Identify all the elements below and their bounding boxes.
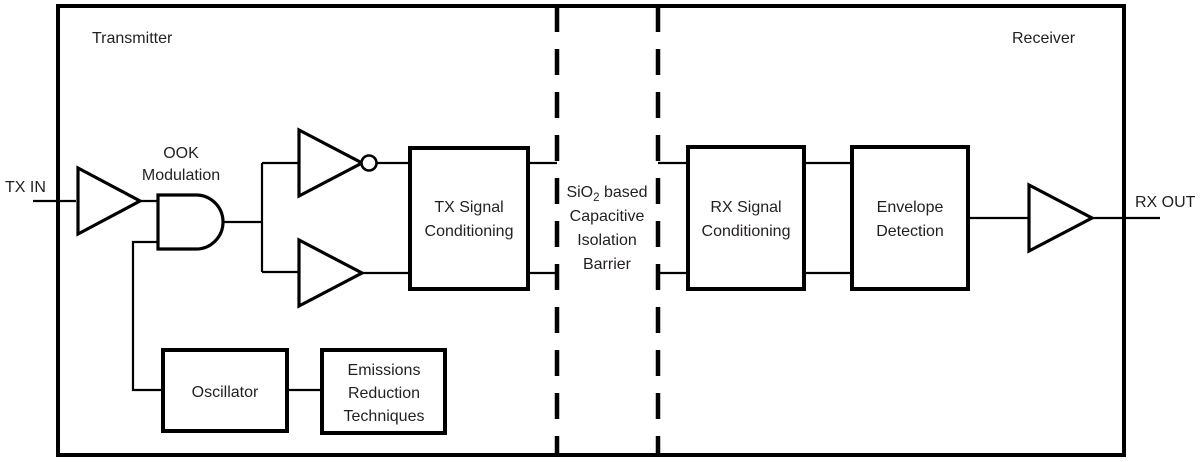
transmitter-region-label: Transmitter — [92, 30, 173, 47]
sio2-prefix: SiO — [566, 184, 593, 201]
and-gate-icon — [156, 193, 225, 251]
emissions-reduction-label-line2: Reduction — [348, 385, 420, 402]
oscillator-fill — [163, 350, 287, 431]
tx-signal-conditioning-label-line2: Conditioning — [425, 223, 514, 240]
envelope-detection-label-line1: Envelope — [877, 199, 944, 216]
output-buffer-icon — [1027, 182, 1096, 254]
isolation-barrier-label-line2: Capacitive — [570, 208, 645, 225]
tx-signal-conditioning-label-line1: TX Signal — [434, 199, 503, 216]
emissions-reduction-box — [320, 348, 447, 435]
isolation-barrier-label-line1: SiO2 based — [566, 184, 647, 204]
tx-signal-conditioning-box — [408, 146, 530, 291]
envelope-detection-label-line2: Detection — [876, 223, 944, 240]
tx-signal-conditioning-fill — [410, 148, 528, 289]
inverter-icon — [297, 127, 366, 199]
ook-modulation-label-line2: Modulation — [142, 167, 220, 184]
rx-signal-conditioning-box — [686, 145, 806, 291]
sio2-subscript: 2 — [593, 192, 599, 204]
wire-oscillator-to-and — [131, 240, 163, 392]
oscillator-label: Oscillator — [192, 384, 259, 401]
emissions-reduction-label-line1: Emissions — [348, 362, 421, 379]
isolation-barrier-label-line4: Barrier — [583, 256, 632, 273]
inverter-bubble-icon — [360, 154, 378, 172]
rx-signal-conditioning-label-line2: Conditioning — [702, 223, 791, 240]
rx-signal-conditioning-label-line1: RX Signal — [710, 199, 781, 216]
ook-modulation-label-line1: OOK — [163, 145, 199, 162]
rx-out-port-label: RX OUT — [1135, 194, 1196, 211]
receiver-region-label: Receiver — [1012, 30, 1076, 47]
input-buffer-icon — [76, 165, 144, 237]
envelope-detection-fill — [852, 147, 968, 289]
emissions-reduction-label-line3: Techniques — [344, 408, 425, 425]
rx-signal-conditioning-fill — [688, 147, 804, 289]
device-boundary-box — [56, 4, 1126, 457]
tx-in-port-label: TX IN — [5, 179, 46, 196]
isolation-barrier-label-line3: Isolation — [577, 232, 637, 249]
driver-buffer-icon — [297, 237, 366, 309]
sio2-suffix: based — [600, 184, 648, 201]
emissions-reduction-fill — [322, 350, 445, 433]
